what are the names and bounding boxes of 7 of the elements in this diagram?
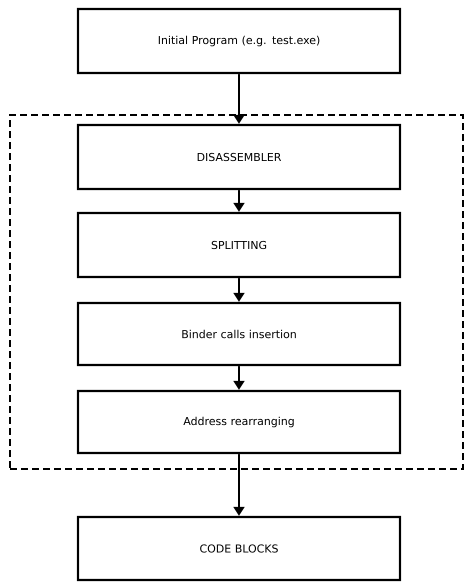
process-box: Address rearranging [76, 390, 402, 454]
process-box: Binder calls insertion [76, 302, 402, 366]
process-box: SPLITTING [76, 212, 402, 278]
process-box: Initial Program (e.g. test.exe) [76, 8, 402, 74]
process-box: CODE BLOCKS [76, 516, 402, 582]
group-frame [9, 114, 464, 470]
process-box: DISASSEMBLER [76, 124, 402, 190]
